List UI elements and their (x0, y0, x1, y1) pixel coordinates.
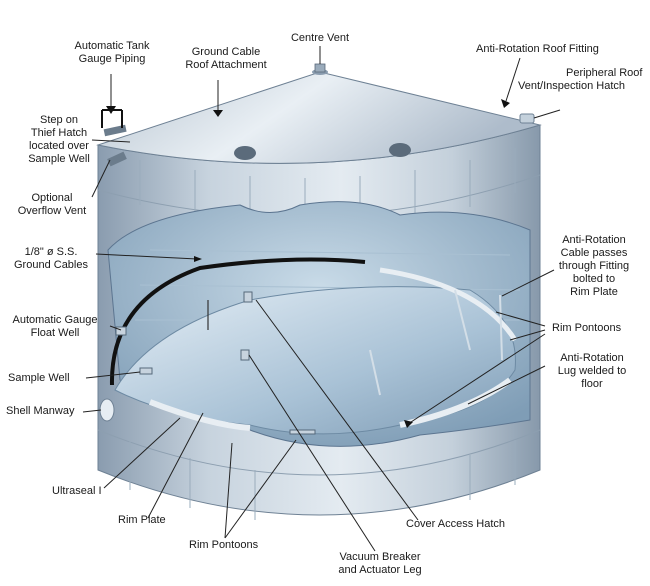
tank-interior-cutaway (99, 201, 531, 447)
label-optional-overflow-vent: Optional Overflow Vent (17, 192, 87, 217)
label-peripheral-roof-vent: Peripheral Roof (566, 67, 643, 79)
label-shell-manway: Shell Manway (6, 405, 75, 417)
label-anti-rotation-lug: Anti-Rotation Lug welded to floor (557, 352, 627, 390)
label-ground-cable-roof-attachment: Ground Cable Roof Attachment (185, 46, 267, 71)
label-peripheral-roof-vent-line2: Vent/Inspection Hatch (518, 80, 626, 92)
label-rim-pontoons-bottom: Rim Pontoons (189, 539, 259, 551)
label-anti-rotation-roof-fitting: Anti-Rotation Roof Fitting (476, 43, 599, 55)
label-automatic-tank-gauge-piping: Automatic Tank Gauge Piping (74, 40, 150, 65)
label-ultraseal: Ultraseal I (52, 485, 102, 497)
label-ground-cables: 1/8" ø S.S. Ground Cables (14, 246, 88, 271)
label-anti-rotation-cable: Anti-Rotation Cable passes through Fitti… (558, 234, 630, 298)
label-centre-vent: Centre Vent (290, 32, 350, 44)
leader-lines (82, 46, 561, 552)
label-rim-pontoons-right: Rim Pontoons (552, 322, 622, 334)
label-sample-well: Sample Well (8, 372, 70, 384)
label-automatic-gauge-float-well: Automatic Gauge Float Well (12, 314, 98, 339)
label-step-on-thief-hatch: Step on Thief Hatch located over Sample … (28, 114, 90, 165)
label-vacuum-breaker: Vacuum Breaker and Actuator Leg (338, 551, 422, 576)
arrowheads (106, 99, 510, 428)
label-cover-access-hatch: Cover Access Hatch (406, 518, 506, 530)
tank-roof (96, 63, 542, 167)
label-rim-plate: Rim Plate (118, 514, 166, 526)
